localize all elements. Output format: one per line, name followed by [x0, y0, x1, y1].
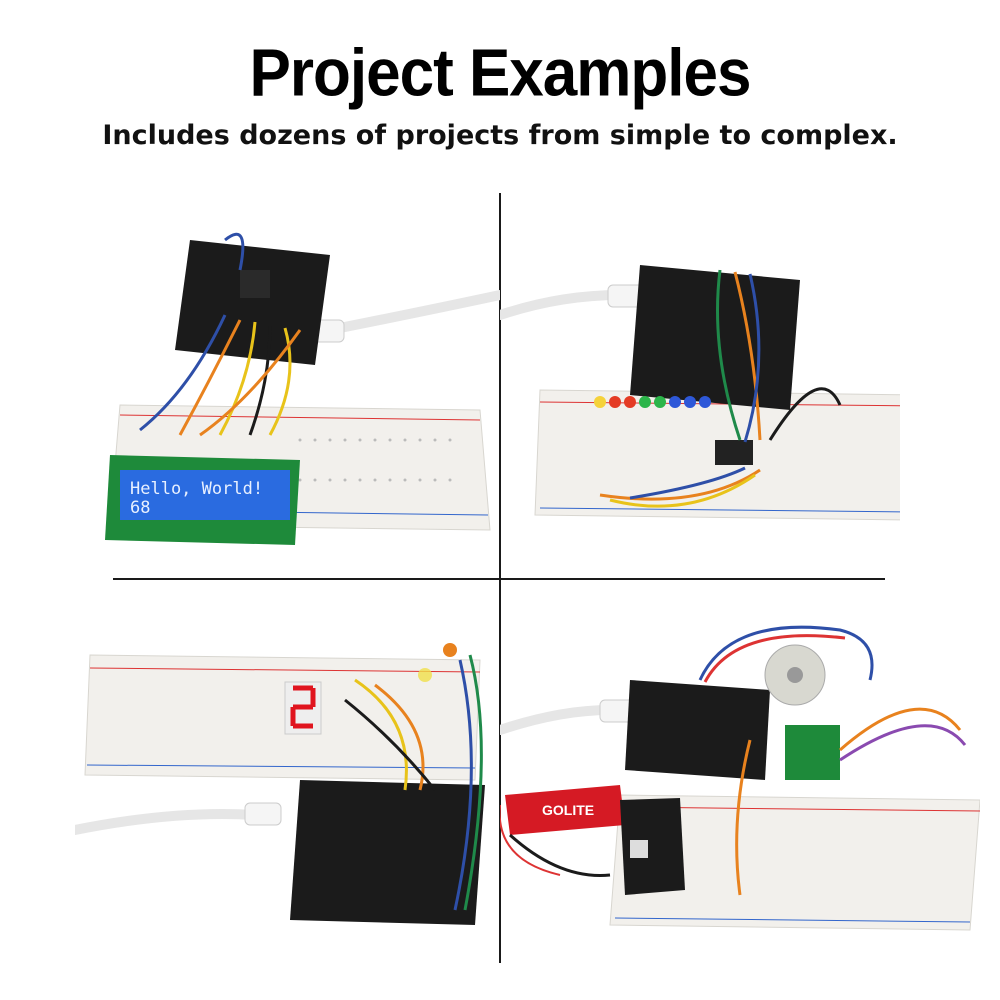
segment-project-illustration: [75, 643, 485, 925]
stepper-project-illustration: GOLITE: [500, 625, 980, 931]
lcd-line-2: 68: [130, 498, 150, 518]
project-lcd-photo: Hello, World! 68: [100, 210, 500, 570]
project-led-photo: [500, 210, 900, 570]
lcd-project-illustration: Hello, World! 68: [105, 232, 500, 545]
power-module-brand: GOLITE: [542, 802, 594, 818]
lcd-line-1: Hello, World!: [130, 479, 263, 499]
project-stepper-photo: GOLITE: [500, 620, 980, 980]
project-7segment-photo: [75, 630, 485, 990]
page-title: Project Examples: [249, 36, 752, 111]
horizontal-divider: [113, 578, 885, 580]
page-subtitle: Includes dozens of projects from simple …: [102, 120, 898, 151]
led-project-illustration: [500, 265, 900, 521]
